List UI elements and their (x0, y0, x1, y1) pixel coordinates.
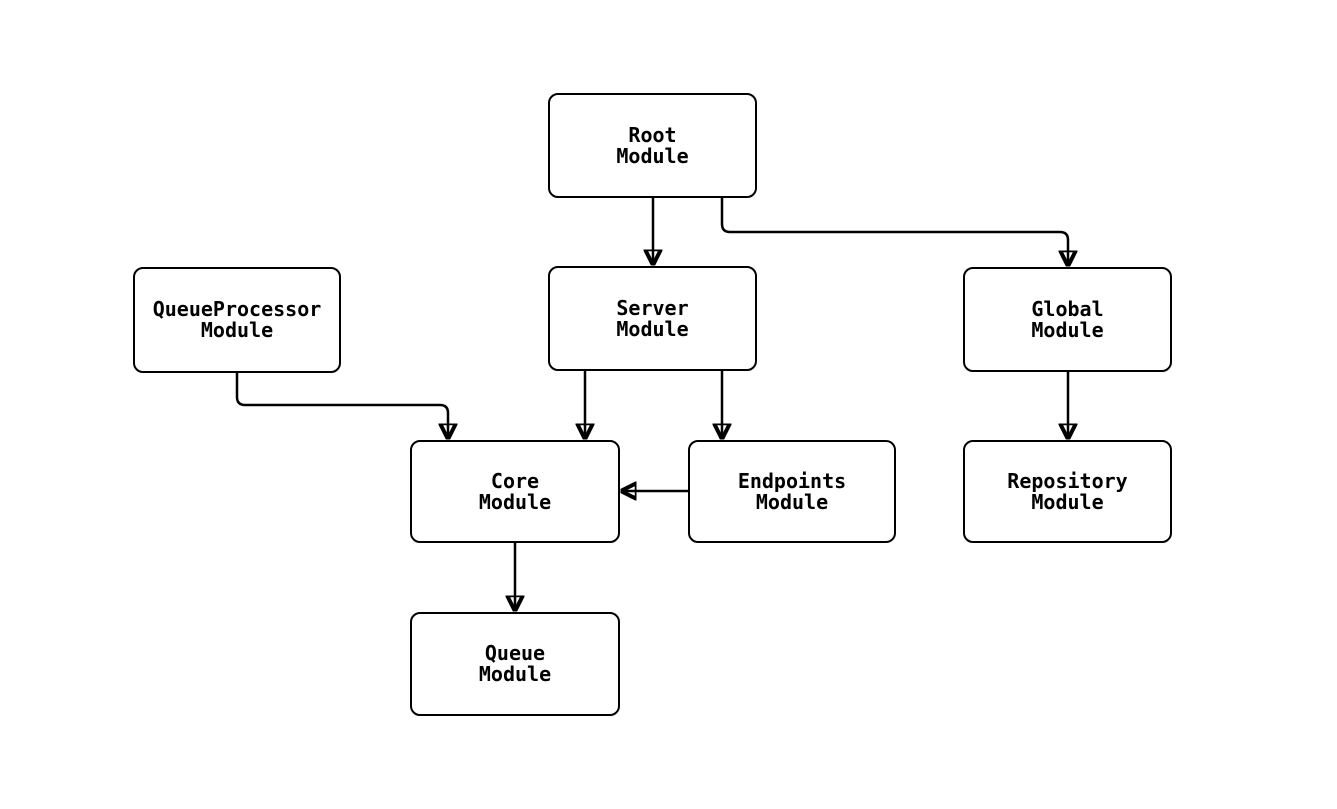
edge-queueprocessor-to-core (235, 373, 448, 438)
node-queueprocessor-module: QueueProcessor Module (133, 267, 341, 373)
node-root-module: Root Module (548, 93, 757, 198)
node-global-module: Global Module (963, 267, 1172, 372)
node-queue-module: Queue Module (410, 612, 620, 716)
node-repository-module: Repository Module (963, 440, 1172, 543)
node-endpoints-module: Endpoints Module (688, 440, 896, 543)
edge-root-to-global (720, 198, 1068, 265)
node-core-module: Core Module (410, 440, 620, 543)
node-server-module: Server Module (548, 266, 757, 371)
